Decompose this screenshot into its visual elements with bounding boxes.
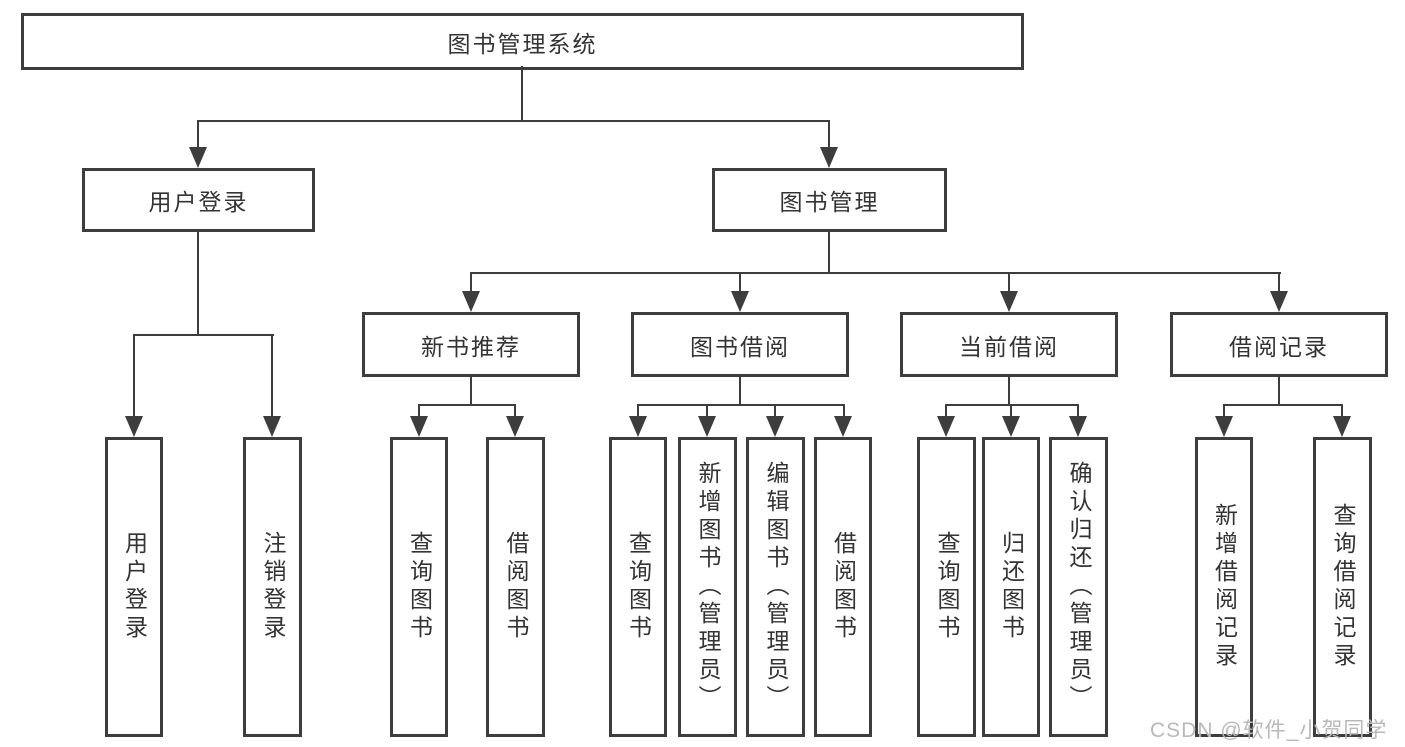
node-current-borrowing: 当前借阅: [900, 312, 1118, 377]
connector-vline: [514, 404, 516, 418]
connector-vline-book-borrow: [739, 272, 741, 293]
node-current-borrowing-label: 当前借阅: [959, 333, 1059, 360]
connector-vline-current-borrow: [1008, 272, 1010, 293]
connector-vline-leaf-login: [133, 334, 135, 418]
leaf-label: 查询图书: [406, 531, 433, 643]
leaf-label: 查询图书: [934, 531, 960, 643]
leaf-label: 查询图书: [625, 531, 652, 643]
leaf-label: 借阅图书: [830, 531, 857, 643]
node-root-label: 图书管理系统: [447, 30, 598, 57]
arrow-down-icon: [1069, 416, 1087, 437]
leaf-query-borrow-record: 查询借阅记录: [1313, 437, 1372, 737]
connector-vline-borrow-records: [1278, 272, 1280, 293]
arrow-down-icon: [1333, 416, 1351, 437]
connector-vline-user-login: [197, 120, 199, 150]
leaf-user-login: 用户登录: [105, 437, 163, 737]
connector-stub-book-borrowing: [739, 375, 741, 406]
connector-hline-book-mgmt: [470, 272, 1281, 274]
arrow-down-icon: [698, 416, 716, 437]
arrow-down-icon: [506, 416, 524, 437]
arrow-down-icon: [189, 147, 207, 168]
node-new-book-recommend-label: 新书推荐: [421, 333, 521, 360]
connector-hline-borrow-records: [1223, 404, 1343, 406]
connector-hline-book-borrowing: [637, 404, 845, 406]
connector-vline: [945, 404, 947, 418]
arrow-down-icon: [820, 147, 838, 168]
leaf-label: 借阅图书: [503, 531, 529, 643]
arrow-down-icon: [1215, 416, 1233, 437]
arrow-down-icon: [410, 416, 428, 437]
leaf-add-books-admin: 新增图书（管理员）: [678, 437, 737, 737]
connector-vline: [418, 404, 420, 418]
connector-hline-root: [197, 120, 830, 122]
leaf-borrow-books-borrowing: 借阅图书: [814, 437, 872, 737]
node-user-login: 用户登录: [82, 168, 315, 232]
leaf-logout: 注销登录: [243, 437, 302, 737]
leaf-query-books-current: 查询图书: [917, 437, 976, 737]
connector-vline-book-mgmt: [828, 120, 830, 150]
connector-vline: [1223, 404, 1225, 418]
connector-hline-current-borrowing: [945, 404, 1079, 406]
node-book-borrowing-label: 图书借阅: [690, 333, 790, 360]
connector-stub-root: [521, 66, 523, 122]
connector-vline: [1077, 404, 1079, 418]
leaf-query-books-recommend: 查询图书: [390, 437, 448, 737]
arrow-down-icon: [1002, 416, 1020, 437]
node-new-book-recommend: 新书推荐: [362, 312, 580, 377]
node-book-management-label: 图书管理: [779, 189, 880, 215]
leaf-label: 新增图书（管理员）: [695, 461, 721, 713]
node-borrow-records: 借阅记录: [1170, 312, 1388, 377]
node-root: 图书管理系统: [21, 13, 1024, 70]
leaf-label: 查询借阅记录: [1330, 503, 1356, 671]
leaf-label: 新增借阅记录: [1211, 503, 1238, 671]
connector-stub-borrow-records: [1278, 375, 1280, 406]
connector-stub-book-mgmt: [828, 230, 830, 274]
arrow-down-icon: [263, 416, 281, 437]
leaf-label: 确认归还（管理员）: [1066, 461, 1092, 713]
arrow-down-icon: [1000, 291, 1018, 312]
connector-vline-new-book: [470, 272, 472, 293]
node-book-borrowing: 图书借阅: [631, 312, 849, 377]
leaf-label: 归还图书: [998, 531, 1025, 643]
connector-hline-new-book: [418, 404, 516, 406]
arrow-down-icon: [937, 416, 955, 437]
connector-vline: [637, 404, 639, 418]
leaf-add-borrow-record: 新增借阅记录: [1195, 437, 1253, 737]
node-user-login-label: 用户登录: [148, 189, 249, 215]
connector-vline-leaf-logout: [271, 334, 273, 418]
connector-stub-user-login: [197, 230, 199, 336]
leaf-query-books-borrowing: 查询图书: [609, 437, 667, 737]
node-borrow-records-label: 借阅记录: [1229, 333, 1329, 360]
arrow-down-icon: [1270, 291, 1288, 312]
leaf-return-books: 归还图书: [982, 437, 1040, 737]
connector-vline: [774, 404, 776, 418]
connector-stub-new-book: [470, 375, 472, 406]
leaf-label: 注销登录: [260, 531, 286, 643]
arrow-down-icon: [731, 291, 749, 312]
arrow-down-icon: [766, 416, 784, 437]
leaf-label: 用户登录: [121, 531, 148, 643]
leaf-edit-books-admin: 编辑图书（管理员）: [746, 437, 805, 737]
connector-vline: [1010, 404, 1012, 418]
leaf-label: 编辑图书（管理员）: [763, 461, 789, 713]
arrow-down-icon: [125, 416, 143, 437]
arrow-down-icon: [629, 416, 647, 437]
connector-stub-current-borrowing: [1008, 375, 1010, 406]
connector-hline-user-login: [133, 334, 274, 336]
arrow-down-icon: [834, 416, 852, 437]
node-book-management: 图书管理: [712, 168, 947, 232]
csdn-watermark: CSDN @软件_小贺同学: [1150, 719, 1388, 742]
connector-vline: [706, 404, 708, 418]
connector-vline: [843, 404, 845, 418]
leaf-confirm-return-admin: 确认归还（管理员）: [1049, 437, 1108, 737]
connector-vline: [1341, 404, 1343, 418]
arrow-down-icon: [462, 291, 480, 312]
leaf-borrow-books-recommend: 借阅图书: [486, 437, 545, 737]
